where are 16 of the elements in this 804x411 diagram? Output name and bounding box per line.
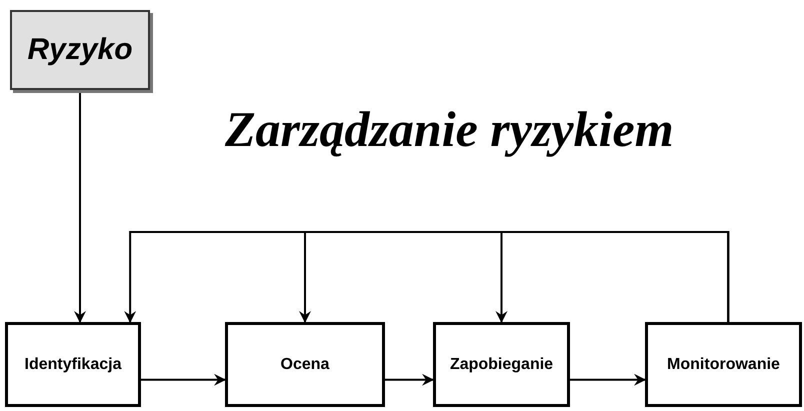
box-label: Zapobieganie [450,356,554,374]
box-label: Ocena [280,356,330,374]
process-box [5,322,141,407]
process-box [645,322,802,407]
arrow [74,93,86,323]
box-label: Ryzyko [27,33,133,67]
input-box [10,10,150,90]
arrow [141,374,226,386]
arrow [385,374,434,386]
process-box [225,322,385,407]
diagram-title: Zarządzanie ryzykiem [225,100,674,158]
box-label: Identyfikacja [24,356,122,374]
process-box [433,322,570,407]
arrow [496,231,730,323]
arrow [570,374,646,386]
box-label: Monitorowanie [667,356,780,374]
